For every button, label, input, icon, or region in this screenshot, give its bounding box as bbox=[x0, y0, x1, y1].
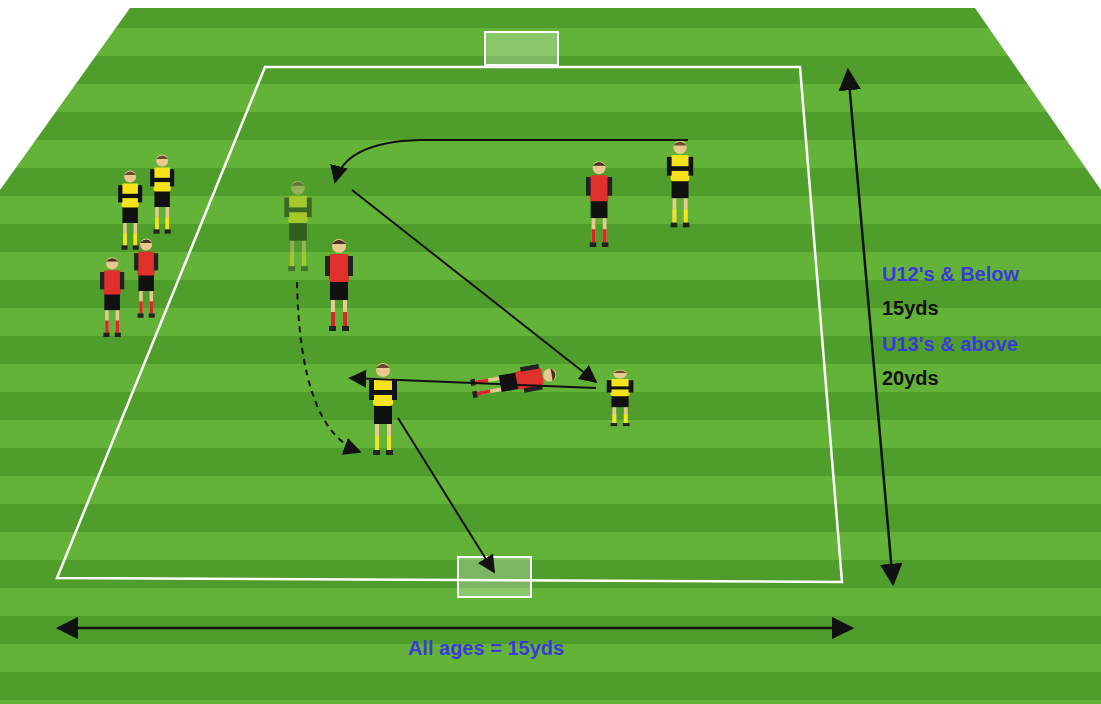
server bbox=[667, 141, 693, 227]
pass-arrow bbox=[352, 190, 596, 382]
server bbox=[369, 363, 397, 455]
waiting-keeper bbox=[118, 171, 142, 250]
keeper bbox=[325, 239, 353, 331]
server-ghost bbox=[284, 181, 311, 271]
waiting-keeper bbox=[100, 257, 124, 337]
length-dimension bbox=[848, 70, 893, 584]
keeper bbox=[586, 161, 612, 247]
dimension-label: U13's & above bbox=[882, 332, 1018, 356]
shot-arrow bbox=[398, 418, 494, 572]
pass-arrow bbox=[350, 378, 596, 388]
waiting-keeper bbox=[150, 155, 174, 234]
serve-arrow bbox=[335, 140, 688, 182]
diving-keeper bbox=[469, 361, 558, 402]
waiting-keeper bbox=[134, 239, 158, 318]
dimension-label: U12's & Below bbox=[882, 262, 1019, 286]
dimension-label: 15yds bbox=[882, 296, 939, 320]
goal-top bbox=[485, 32, 558, 65]
width-dimension bbox=[58, 627, 852, 630]
run-arrow bbox=[297, 282, 360, 452]
area-outline bbox=[57, 67, 842, 582]
crouching-keeper bbox=[607, 370, 634, 426]
dimension-label: All ages = 15yds bbox=[408, 636, 564, 660]
grass bbox=[0, 8, 1101, 704]
dimension-label: 20yds bbox=[882, 366, 939, 390]
goal-bottom bbox=[458, 557, 531, 597]
